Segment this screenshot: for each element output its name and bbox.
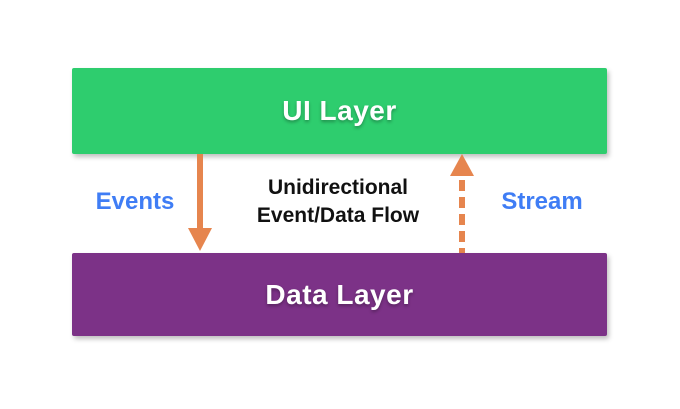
data-layer-label: Data Layer	[265, 278, 414, 310]
ui-layer-box: UI Layer	[72, 68, 607, 154]
flow-description: Unidirectional Event/Data Flow	[238, 174, 438, 230]
data-layer-box: Data Layer	[72, 253, 607, 336]
stream-arrow-shaft	[459, 180, 465, 253]
flow-description-line2: Event/Data Flow	[256, 204, 420, 227]
events-arrow-shaft	[197, 154, 203, 230]
stream-label: Stream	[501, 188, 583, 215]
ui-layer-label: UI Layer	[282, 95, 397, 126]
events-arrowhead-down-icon	[188, 228, 212, 251]
flow-description-line1: Unidirectional	[267, 176, 409, 199]
stream-arrowhead-up-icon	[450, 154, 474, 176]
events-label: Events	[95, 188, 175, 215]
